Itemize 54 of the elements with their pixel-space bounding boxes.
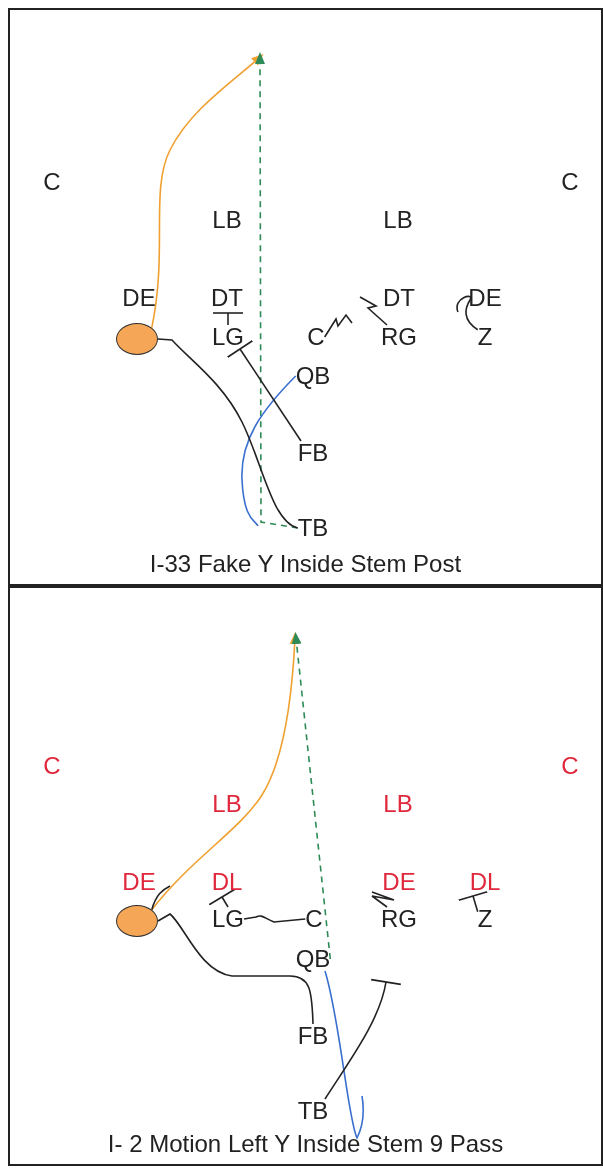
defender-label: C [561, 170, 579, 194]
player-circle [116, 905, 158, 937]
route-line [324, 970, 364, 1139]
block-line [324, 978, 402, 1100]
player-label: QB [295, 947, 331, 971]
defender-label: LB [383, 208, 413, 232]
route-line [151, 885, 171, 911]
route-line [151, 54, 264, 329]
defender-label: C [43, 170, 61, 194]
player-label: Z [477, 907, 493, 931]
defender-label: DE [382, 870, 416, 894]
player-label: TB [297, 1099, 329, 1123]
defender-label: DL [469, 870, 501, 894]
defender-label: DT [211, 286, 243, 310]
defender-label: LB [212, 792, 242, 816]
player-label: C [307, 325, 325, 349]
defender-label: DE [468, 286, 502, 310]
dashed-route-line [255, 52, 299, 529]
block-line [212, 312, 244, 326]
play-caption: I- 2 Motion Left Y Inside Stem 9 Pass [107, 1132, 504, 1156]
defender-label: C [43, 754, 61, 778]
defender-label: DT [383, 286, 415, 310]
play-panel [8, 586, 603, 1166]
play-caption: I-33 Fake Y Inside Stem Post [149, 552, 462, 576]
player-label: C [305, 907, 323, 931]
route-line [157, 913, 314, 1025]
defender-label: DE [122, 286, 156, 310]
player-label: LG [212, 907, 244, 931]
route-line [243, 915, 307, 923]
defender-label: C [561, 754, 579, 778]
route-line [456, 295, 479, 331]
player-label: FB [297, 441, 329, 465]
defender-label: LB [383, 792, 413, 816]
defender-label: DE [122, 870, 156, 894]
player-label: FB [297, 1024, 329, 1048]
player-label: RG [381, 907, 417, 931]
block-line [457, 890, 489, 913]
route-line [241, 375, 297, 527]
route-line [359, 296, 388, 326]
defender-label: DL [211, 870, 243, 894]
dashed-route-line [291, 632, 332, 960]
player-label: Z [477, 325, 493, 349]
player-label: RG [381, 325, 417, 349]
player-label: LG [212, 325, 244, 349]
player-label: TB [297, 516, 329, 540]
route-line [157, 338, 299, 529]
block-line [226, 339, 302, 442]
play-panel [8, 8, 603, 586]
route-line [371, 891, 395, 908]
player-circle [116, 323, 158, 355]
route-line [323, 313, 353, 338]
defender-label: LB [212, 208, 242, 232]
player-label: QB [295, 364, 331, 388]
block-line [208, 888, 236, 908]
